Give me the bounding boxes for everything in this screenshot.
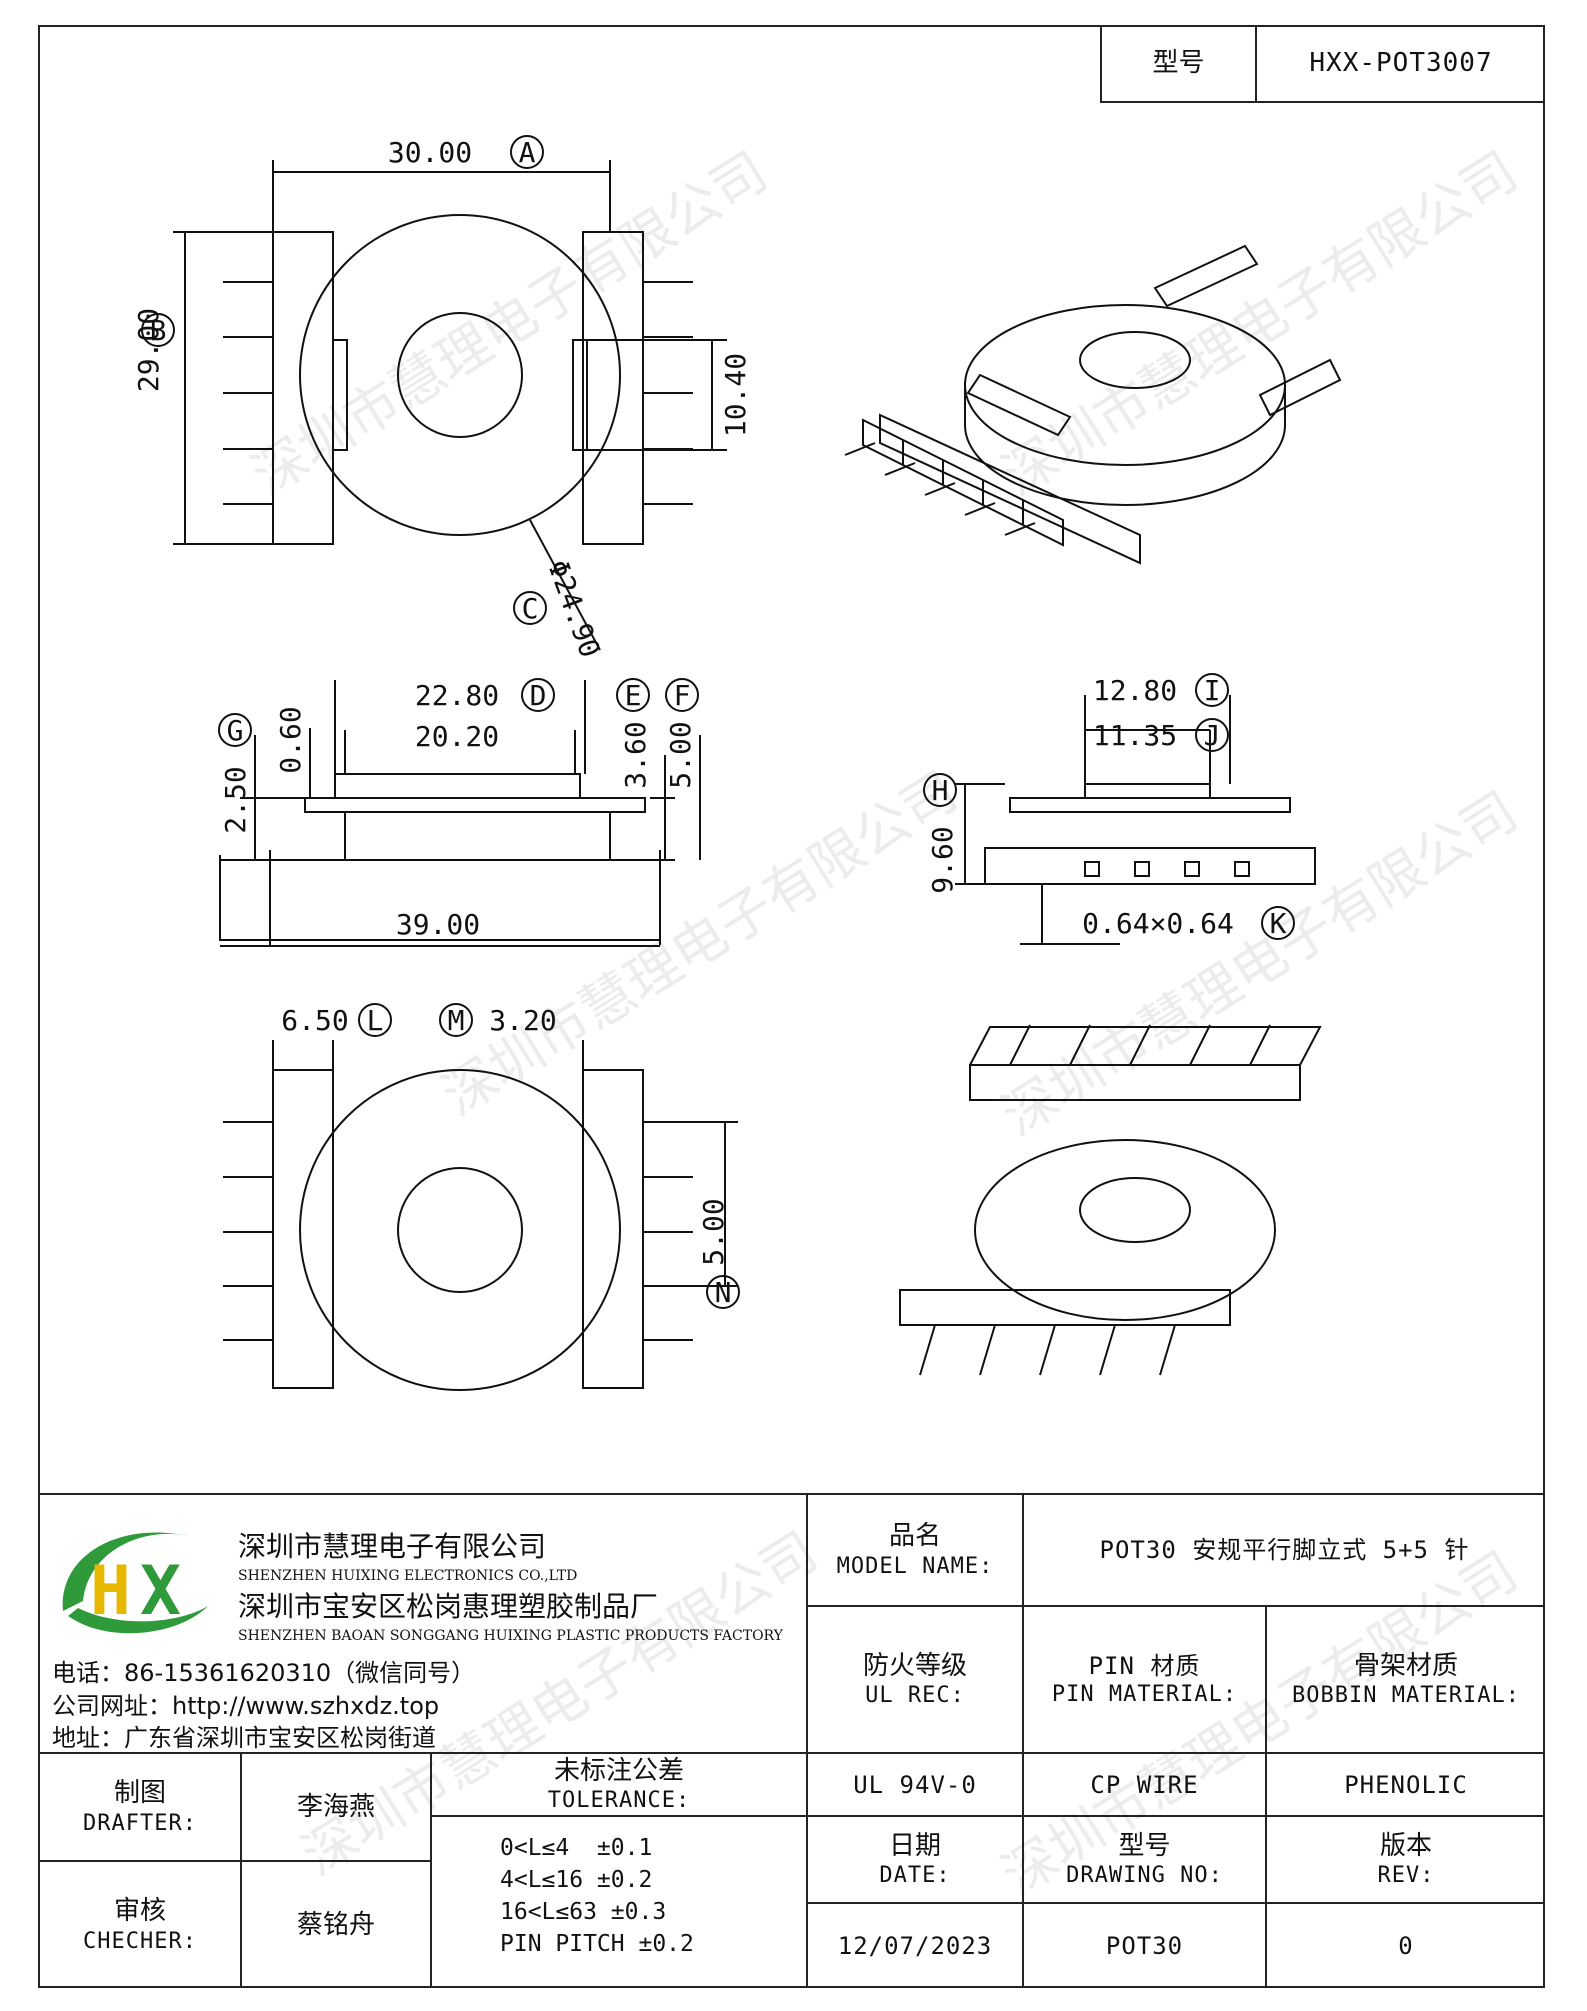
dim-m: 3.20 bbox=[489, 1004, 556, 1037]
isometric-view-2 bbox=[899, 1024, 1322, 1376]
company-website: 公司网址：http://www.szhxdz.top bbox=[52, 1692, 440, 1720]
dim-k: 0.64×0.64 bbox=[1082, 907, 1234, 940]
model-name-label: 品名 MODEL NAME: bbox=[808, 1495, 1022, 1605]
dim-inner: 20.20 bbox=[415, 720, 499, 753]
model-label: 型号 bbox=[1152, 47, 1205, 78]
checker-value: 蔡铭舟 bbox=[296, 1909, 375, 1940]
dim-g: 2.50 bbox=[219, 766, 252, 833]
ul-rec-label: 防火等级 UL REC: bbox=[808, 1607, 1022, 1752]
rev-en: REV: bbox=[1377, 1863, 1435, 1888]
label-b: B bbox=[150, 314, 167, 347]
drawing-sheet bbox=[38, 25, 1545, 1988]
checker-label: 审核 CHECHER: bbox=[40, 1862, 240, 1988]
dim-n: 5.00 bbox=[697, 1198, 730, 1265]
date-label: 日期 DATE: bbox=[808, 1817, 1022, 1902]
dim-d: 22.80 bbox=[415, 679, 499, 712]
dim-i: 12.80 bbox=[1093, 674, 1177, 707]
date-cn: 日期 bbox=[888, 1830, 941, 1861]
drafter-cn: 制图 bbox=[113, 1778, 166, 1808]
rev-value: 0 bbox=[1398, 1932, 1414, 1960]
model-title-box: 型号 HXX-POT3007 bbox=[1100, 25, 1545, 103]
pin-material-cn: PIN 材质 bbox=[1088, 1651, 1201, 1680]
label-i: I bbox=[1204, 674, 1221, 707]
checker-en: CHECHER: bbox=[83, 1928, 197, 1954]
tolerance-cn: 未标注公差 bbox=[553, 1755, 684, 1786]
dim-l: 6.50 bbox=[281, 1004, 348, 1037]
dim-a: 30.00 bbox=[388, 136, 472, 169]
label-h: H bbox=[932, 774, 949, 807]
tolerance-row-4: PIN PITCH ±0.2 bbox=[500, 1931, 694, 1957]
label-g: G bbox=[227, 714, 244, 747]
date-en: DATE: bbox=[879, 1863, 951, 1888]
checker-cn: 审核 bbox=[113, 1896, 166, 1926]
tolerance-list: 0<L≤4 ±0.1 4<L≤16 ±0.2 16<L≤63 ±0.3 PIN … bbox=[500, 1832, 694, 1960]
tolerance-row-3: 16<L≤63 ±0.3 bbox=[500, 1899, 667, 1925]
tolerance-label: 未标注公差 TOLERANCE: bbox=[432, 1754, 806, 1815]
drawing-no-label: 型号 DRAWING NO: bbox=[1024, 1817, 1265, 1902]
label-e: E bbox=[625, 679, 642, 712]
dim-j: 11.35 bbox=[1093, 719, 1177, 752]
dim-flange: 0.60 bbox=[274, 706, 307, 773]
dim-c: Φ24.90 bbox=[541, 556, 607, 662]
company-phone: 电话：86-15361620310（微信同号） bbox=[52, 1659, 476, 1687]
label-m: M bbox=[448, 1004, 465, 1037]
dim-h: 9.60 bbox=[926, 826, 959, 893]
label-a: A bbox=[519, 136, 536, 169]
bottom-view bbox=[223, 1040, 738, 1391]
logo-letter-h: H bbox=[90, 1552, 131, 1631]
model-name-en: MODEL NAME: bbox=[836, 1553, 994, 1579]
ul-rec-cn: 防火等级 bbox=[862, 1650, 967, 1681]
dim-f: 5.00 bbox=[664, 721, 697, 788]
company-name-en: SHENZHEN HUIXING ELECTRONICS CO.,LTD bbox=[238, 1568, 578, 1584]
ul-rec-en: UL REC: bbox=[865, 1683, 965, 1708]
label-k: K bbox=[1270, 907, 1287, 940]
factory-name-cn: 深圳市宝安区松岗惠理塑胶制品厂 bbox=[238, 1590, 659, 1623]
model-value: HXX-POT3007 bbox=[1309, 47, 1493, 78]
model-name-value: POT30 安规平行脚立式 5+5 针 bbox=[1099, 1536, 1470, 1564]
label-j: J bbox=[1204, 719, 1221, 752]
rev-cn: 版本 bbox=[1379, 1830, 1432, 1861]
dim-b: 29.00 bbox=[132, 308, 165, 392]
factory-name-en: SHENZHEN BAOAN SONGGANG HUIXING PLASTIC … bbox=[238, 1628, 783, 1644]
top-view bbox=[173, 160, 727, 651]
tolerance-row-2: 4<L≤16 ±0.2 bbox=[500, 1867, 653, 1893]
drafter-en: DRAFTER: bbox=[83, 1810, 197, 1836]
model-name-cn: 品名 bbox=[888, 1521, 941, 1551]
ul-value: UL 94V-0 bbox=[853, 1770, 977, 1799]
tolerance-en: TOLERANCE: bbox=[547, 1788, 691, 1813]
label-d: D bbox=[530, 679, 547, 712]
drawing-no-cn: 型号 bbox=[1118, 1830, 1171, 1861]
company-name-cn: 深圳市慧理电子有限公司 bbox=[238, 1530, 547, 1563]
pin-material-en: PIN MATERIAL: bbox=[1051, 1681, 1238, 1707]
tolerance-row-1: 0<L≤4 ±0.1 bbox=[500, 1835, 653, 1861]
label-n: N bbox=[715, 1276, 732, 1309]
drawing-no-value: POT30 bbox=[1105, 1932, 1184, 1960]
dim-total: 39.00 bbox=[396, 908, 480, 941]
bobbin-material-cn: 骨架材质 bbox=[1353, 1650, 1458, 1681]
bobbin-material-en: BOBBIN MATERIAL: bbox=[1292, 1683, 1520, 1708]
rev-label: 版本 REV: bbox=[1267, 1817, 1545, 1902]
date-value: 12/07/2023 bbox=[837, 1932, 993, 1960]
side-view bbox=[219, 680, 701, 947]
isometric-view-1 bbox=[844, 244, 1342, 565]
dim-e: 3.60 bbox=[619, 721, 652, 788]
drafter-label: 制图 DRAFTER: bbox=[40, 1754, 240, 1860]
pin-value: CP WIRE bbox=[1090, 1770, 1199, 1799]
logo-letter-x: X bbox=[140, 1552, 181, 1631]
drawing-no-en: DRAWING NO: bbox=[1066, 1863, 1223, 1888]
company-address: 地址：广东省深圳市宝安区松岗街道 bbox=[52, 1724, 436, 1752]
label-c: C bbox=[522, 592, 539, 625]
drafter-value: 李海燕 bbox=[296, 1791, 375, 1822]
company-logo: H X bbox=[62, 1532, 208, 1634]
end-view bbox=[955, 695, 1316, 945]
pin-material-label: PIN 材质 PIN MATERIAL: bbox=[1024, 1607, 1265, 1752]
bobbin-material-label: 骨架材质 BOBBIN MATERIAL: bbox=[1267, 1607, 1545, 1752]
technical-drawing: 30.00 A 29.00 B 10.40 Φ24.90 C 22.80 D 2… bbox=[132, 135, 1342, 1391]
label-l: L bbox=[367, 1004, 384, 1037]
label-f: F bbox=[674, 679, 691, 712]
bobbin-value: PHENOLIC bbox=[1344, 1770, 1468, 1799]
dim-window: 10.40 bbox=[719, 353, 752, 437]
